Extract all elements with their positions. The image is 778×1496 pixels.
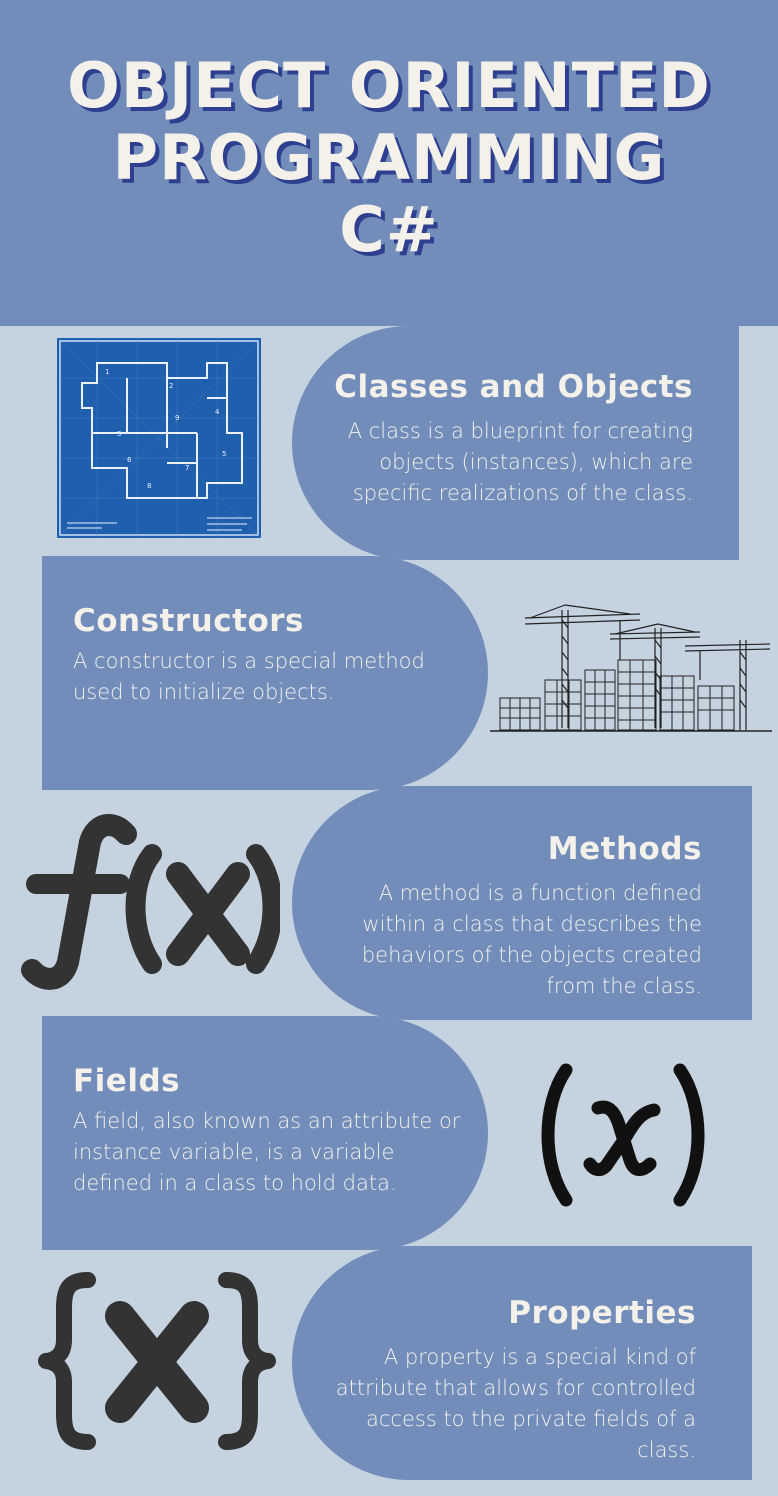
section-text: A constructor is a special method used t… (73, 649, 425, 704)
blueprint-room-number: 3 (117, 430, 121, 438)
variable-brace-x-icon (38, 1272, 276, 1450)
page-title: OBJECT ORIENTED PROGRAMMING C# (0, 50, 778, 266)
blueprint-icon: 1 2 3 4 5 6 7 8 9 (57, 338, 261, 538)
card-constructors: Constructors A constructor is a special … (42, 556, 488, 790)
section-title: Constructors (73, 603, 304, 639)
section-text: A field, also known as an attribute or i… (73, 1109, 461, 1195)
blueprint-room-number: 5 (222, 450, 226, 458)
blueprint-room-number: 4 (215, 408, 220, 416)
variable-paren-x-icon (541, 1063, 705, 1207)
blueprint-room-number: 8 (147, 482, 151, 490)
blueprint-room-number: 2 (169, 382, 173, 390)
title-line-3: C# (339, 193, 439, 266)
construction-cranes-icon (490, 604, 772, 732)
section-text: A method is a function defined within a … (361, 881, 702, 998)
blueprint-room-number: 6 (127, 456, 132, 464)
section-title: Fields (73, 1063, 181, 1099)
section-title: Methods (547, 831, 702, 867)
section-text: A property is a special kind of attribut… (335, 1345, 696, 1462)
card-fields: Fields A field, also known as an attribu… (42, 1016, 488, 1250)
title-line-2: PROGRAMMING (112, 121, 666, 194)
header-banner: OBJECT ORIENTED PROGRAMMING C# (0, 0, 778, 326)
section-title: Properties (508, 1295, 696, 1331)
card-properties: Properties A property is a special kind … (292, 1246, 752, 1480)
section-title: Classes and Objects (334, 369, 693, 405)
title-line-1: OBJECT ORIENTED (67, 49, 711, 122)
section-text: A class is a blueprint for creating obje… (347, 419, 693, 505)
card-classes-and-objects: Classes and Objects A class is a bluepri… (292, 326, 739, 560)
blueprint-room-number: 1 (105, 368, 109, 376)
function-fx-icon (21, 814, 280, 990)
card-methods: Methods A method is a function defined w… (292, 786, 752, 1020)
blueprint-room-number: 7 (185, 464, 189, 472)
blueprint-room-number: 9 (175, 414, 179, 422)
